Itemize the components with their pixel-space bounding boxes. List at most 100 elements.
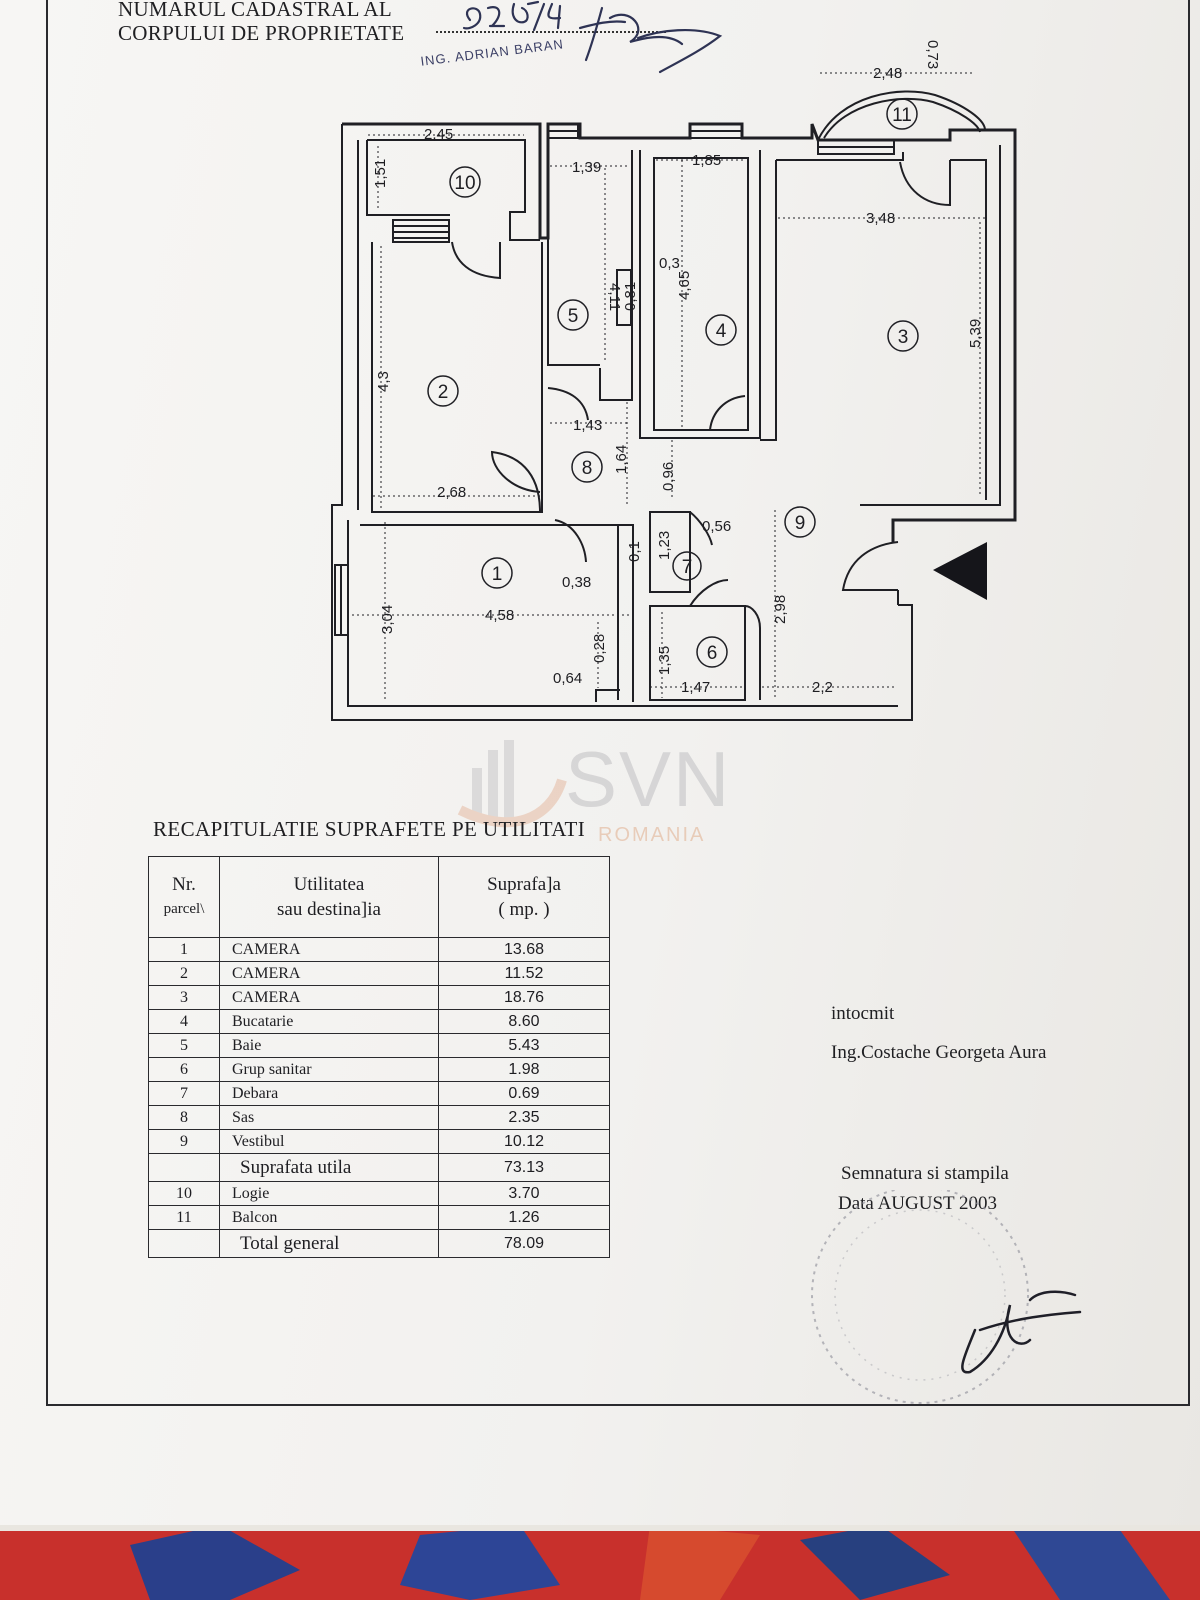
dimension-label: 0,96 — [660, 462, 677, 491]
document-date: Data AUGUST 2003 — [838, 1193, 998, 1214]
row-utility: Total general — [219, 1229, 439, 1258]
row-utility: Debara — [219, 1081, 439, 1106]
room-number-6: 6 — [707, 643, 718, 664]
row-nr: 6 — [148, 1057, 220, 1082]
header-utility-line1: Utilitatea — [293, 874, 365, 895]
dimension-label: 1,51 — [372, 159, 389, 188]
dimension-label: 2,48 — [873, 65, 902, 82]
row-utility: CAMERA — [219, 937, 439, 962]
signature-mark — [961, 1290, 1082, 1374]
row-area: 1.26 — [438, 1205, 610, 1230]
row-nr: 4 — [148, 1009, 220, 1034]
row-area: 18.76 — [438, 985, 610, 1010]
room-number-11: 11 — [892, 105, 912, 126]
row-nr: 5 — [148, 1033, 220, 1058]
page-frame — [46, 0, 1190, 1406]
dimension-label: 2,2 — [812, 679, 833, 696]
row-utility: CAMERA — [219, 985, 439, 1010]
dimension-label: 3,04 — [379, 605, 396, 634]
row-nr — [148, 1229, 220, 1258]
dimension-label: 0,1 — [626, 541, 643, 562]
dimension-label: 1,43 — [573, 417, 602, 434]
header-area: Suprafa]a( mp. ) — [438, 856, 610, 938]
signature-label: Semnatura si stampila — [841, 1163, 1009, 1184]
row-utility: Bucatarie — [219, 1009, 439, 1034]
dimension-label: 4,3 — [375, 371, 392, 392]
dimension-label: 0,3 — [659, 255, 680, 272]
room-number-3: 3 — [898, 327, 909, 348]
dimension-label: 5,39 — [967, 319, 984, 348]
row-area: 5.43 — [438, 1033, 610, 1058]
row-nr: 11 — [148, 1205, 220, 1230]
header-area-line1: Suprafa]a — [487, 874, 561, 895]
row-area: 3.70 — [438, 1181, 610, 1206]
row-utility: CAMERA — [219, 961, 439, 986]
recap-title: RECAPITULATIE SUPRAFETE PE UTILITATI — [153, 817, 586, 841]
room-number-1: 1 — [492, 564, 503, 585]
dimension-label: 0,73 — [924, 40, 941, 69]
outer-wall — [342, 122, 1017, 542]
room-number-9: 9 — [795, 513, 806, 534]
dimension-label: 0,38 — [562, 574, 591, 591]
row-area: 13.68 — [438, 937, 610, 962]
header-utility-line2: sau destina]ia — [277, 899, 381, 920]
dimension-label: 1,47 — [681, 679, 710, 696]
dimension-label: 1,35 — [656, 646, 673, 675]
row-area: 1.98 — [438, 1057, 610, 1082]
cadastral-label-line1: NUMARUL CADASTRAL AL — [118, 0, 392, 21]
row-nr: 3 — [148, 985, 220, 1010]
row-area: 78.09 — [438, 1229, 610, 1258]
row-nr: 2 — [148, 961, 220, 986]
row-area: 10.12 — [438, 1129, 610, 1154]
row-utility: Grup sanitar — [219, 1057, 439, 1082]
room-number-5: 5 — [568, 306, 579, 327]
header-utility: Utilitatea sau destina]ia — [219, 856, 439, 938]
dimension-label: 2,45 — [424, 126, 453, 143]
room-number-8: 8 — [582, 458, 593, 479]
floor-plan: 1 2 3 4 5 6 7 8 9 10 11 2,45 1,51 1,39 1… — [331, 40, 1017, 721]
row-utility: Sas — [219, 1105, 439, 1130]
header-nr-sub: parcel\ — [163, 901, 205, 917]
room-number-2: 2 — [438, 382, 449, 403]
dimension-label: 0,64 — [553, 670, 582, 687]
background-fabric — [0, 1525, 1200, 1600]
row-nr: 10 — [148, 1181, 220, 1206]
dimension-label: 0,56 — [702, 518, 731, 535]
dimension-label: 2,68 — [437, 484, 466, 501]
row-nr: 9 — [148, 1129, 220, 1154]
row-utility: Vestibul — [219, 1129, 439, 1154]
row-utility: Baie — [219, 1033, 439, 1058]
dimension-label: 4,11 — [606, 283, 623, 311]
watermark-brand: SVN — [565, 735, 732, 823]
row-utility: Balcon — [219, 1205, 439, 1230]
dimension-label: 1,39 — [572, 159, 601, 176]
prepared-by-label: intocmit — [831, 1003, 895, 1024]
dimension-label: 4,65 — [676, 271, 693, 300]
row-nr: 1 — [148, 937, 220, 962]
dimension-label: 3,48 — [866, 210, 895, 227]
dimension-label: 0,81 — [622, 282, 639, 311]
row-area: 11.52 — [438, 961, 610, 986]
row-nr — [148, 1153, 220, 1182]
dimension-label: 0,28 — [591, 634, 608, 663]
dimension-label: 1,23 — [656, 531, 673, 560]
row-area: 73.13 — [438, 1153, 610, 1182]
cadastral-label-line2: CORPULUI DE PROPRIETATE — [118, 21, 405, 45]
watermark-sub: ROMANIA — [598, 824, 706, 846]
cadastral-number-handwritten — [462, 0, 723, 74]
room-number-4: 4 — [716, 321, 727, 342]
row-area: 0.69 — [438, 1081, 610, 1106]
